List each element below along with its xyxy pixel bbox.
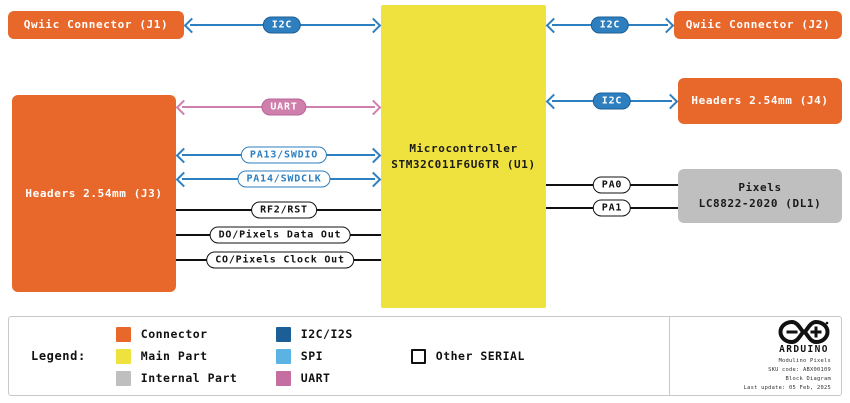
connection-j3-mcu-clock-out: CO/Pixels Clock Out	[176, 249, 381, 271]
legend-label: SPI	[300, 349, 324, 363]
block-label-line2: LC8822-2020 (DL1)	[698, 197, 822, 210]
legend-label: UART	[300, 371, 331, 385]
legend-item-uart: UART	[275, 370, 411, 386]
arrow-right-icon	[365, 17, 382, 34]
legend-column-other: Other SERIAL	[410, 348, 586, 364]
bus-label-i2c[interactable]: I2C	[262, 16, 302, 34]
signal-label-pixels-data-out[interactable]: DO/Pixels Data Out	[209, 226, 351, 244]
arrow-left-icon	[545, 17, 562, 34]
brand-meta: Modulino Pixels SKU code: ABX00109 Block…	[744, 357, 831, 393]
block-label-line1: Pixels	[738, 181, 782, 195]
block-headers-j3[interactable]: Headers 2.54mm (J3)	[12, 95, 176, 292]
block-label: Qwiic Connector (J1)	[23, 18, 169, 32]
arduino-infinity-icon	[778, 320, 830, 345]
swatch-main-part	[115, 348, 131, 364]
legend-label: I2C/I2S	[300, 327, 353, 341]
legend-label: Internal Part	[140, 371, 238, 385]
legend-label: Other SERIAL	[435, 349, 525, 363]
signal-label-pa0[interactable]: PA0	[592, 176, 632, 194]
block-label: Headers 2.54mm (J4)	[691, 94, 829, 108]
brand-product: Modulino Pixels	[778, 358, 831, 365]
legend-label: Connector	[140, 327, 208, 341]
block-label: Qwiic Connector (J2)	[685, 18, 831, 32]
swatch-i2c-i2s	[275, 326, 291, 342]
brand-panel: ARDUINO Modulino Pixels SKU code: ABX001…	[669, 317, 841, 395]
signal-label-pixels-clock-out[interactable]: CO/Pixels Clock Out	[206, 251, 354, 269]
legend-item-main-part: Main Part	[115, 348, 276, 364]
connection-j3-mcu-swdclk: PA14/SWDCLK	[175, 168, 382, 190]
connection-mcu-j2-i2c: I2C	[545, 14, 675, 36]
block-microcontroller[interactable]: Microcontroller STM32C011F6U6TR (U1)	[381, 5, 546, 308]
arrow-right-icon	[658, 17, 675, 34]
swatch-spi	[275, 348, 291, 364]
signal-label-pa1[interactable]: PA1	[592, 199, 632, 217]
arduino-logo: ARDUINO	[777, 319, 831, 355]
legend-label: Main Part	[140, 349, 208, 363]
arduino-wordmark: ARDUINO	[779, 344, 829, 356]
block-qwiic-connector-j1[interactable]: Qwiic Connector (J1)	[8, 11, 184, 39]
signal-label-rf2-rst[interactable]: RF2/RST	[251, 201, 317, 219]
block-label-line2: STM32C011F6U6TR (U1)	[391, 157, 536, 171]
legend-items: Legend: Connector Main Part Internal Par…	[9, 317, 669, 395]
legend-item-internal-part: Internal Part	[115, 370, 276, 386]
signal-label-pa14-swdclk[interactable]: PA14/SWDCLK	[237, 170, 331, 188]
legend-item-spi: SPI	[275, 348, 411, 364]
connection-mcu-pixels-pa0: PA0	[546, 174, 678, 196]
legend-title: Legend:	[31, 349, 86, 363]
legend-column-buses: I2C/I2S SPI UART	[275, 326, 411, 386]
legend-panel: Legend: Connector Main Part Internal Par…	[8, 316, 842, 396]
swatch-internal-part	[115, 370, 131, 386]
connection-j3-mcu-uart: UART	[175, 96, 382, 118]
brand-last-update: Last update: 05 Feb, 2025	[743, 384, 831, 391]
swatch-connector	[115, 326, 131, 342]
block-pixels-dl1[interactable]: Pixels LC8822-2020 (DL1)	[678, 169, 842, 223]
legend-item-connector: Connector	[115, 326, 276, 342]
legend-item-other-serial: Other SERIAL	[410, 348, 586, 364]
arrow-left-icon	[183, 17, 200, 34]
legend-column-parts: Connector Main Part Internal Part	[115, 326, 276, 386]
arrow-left-icon	[175, 171, 192, 188]
block-label: Headers 2.54mm (J3)	[25, 186, 163, 200]
arrow-right-icon	[365, 171, 382, 188]
connection-j3-mcu-rst: RF2/RST	[176, 199, 381, 221]
bus-label-uart[interactable]: UART	[261, 98, 307, 116]
block-headers-j4[interactable]: Headers 2.54mm (J4)	[678, 78, 842, 124]
block-qwiic-connector-j2[interactable]: Qwiic Connector (J2)	[674, 11, 842, 39]
connection-j3-mcu-swdio: PA13/SWDIO	[175, 144, 382, 166]
arrow-right-icon	[662, 93, 679, 110]
block-label-line1: Microcontroller	[409, 141, 518, 155]
connection-mcu-pixels-pa1: PA1	[546, 197, 678, 219]
arrow-left-icon	[545, 93, 562, 110]
connection-j1-mcu-i2c: I2C	[183, 14, 382, 36]
arrow-left-icon	[175, 147, 192, 164]
legend-item-i2c-i2s: I2C/I2S	[275, 326, 411, 342]
arrow-left-icon	[175, 99, 192, 116]
bus-label-i2c[interactable]: I2C	[592, 92, 632, 110]
swatch-uart	[275, 370, 291, 386]
swatch-other-serial	[410, 348, 426, 364]
bus-label-i2c[interactable]: I2C	[590, 16, 630, 34]
connection-j3-mcu-data-out: DO/Pixels Data Out	[176, 224, 381, 246]
arrow-right-icon	[365, 147, 382, 164]
connection-mcu-j4-i2c: I2C	[545, 90, 679, 112]
brand-sku: SKU code: ABX00109	[768, 367, 831, 374]
brand-doc-type: Block Diagram	[785, 376, 831, 382]
signal-label-pa13-swdio[interactable]: PA13/SWDIO	[240, 146, 328, 164]
arrow-right-icon	[365, 99, 382, 116]
